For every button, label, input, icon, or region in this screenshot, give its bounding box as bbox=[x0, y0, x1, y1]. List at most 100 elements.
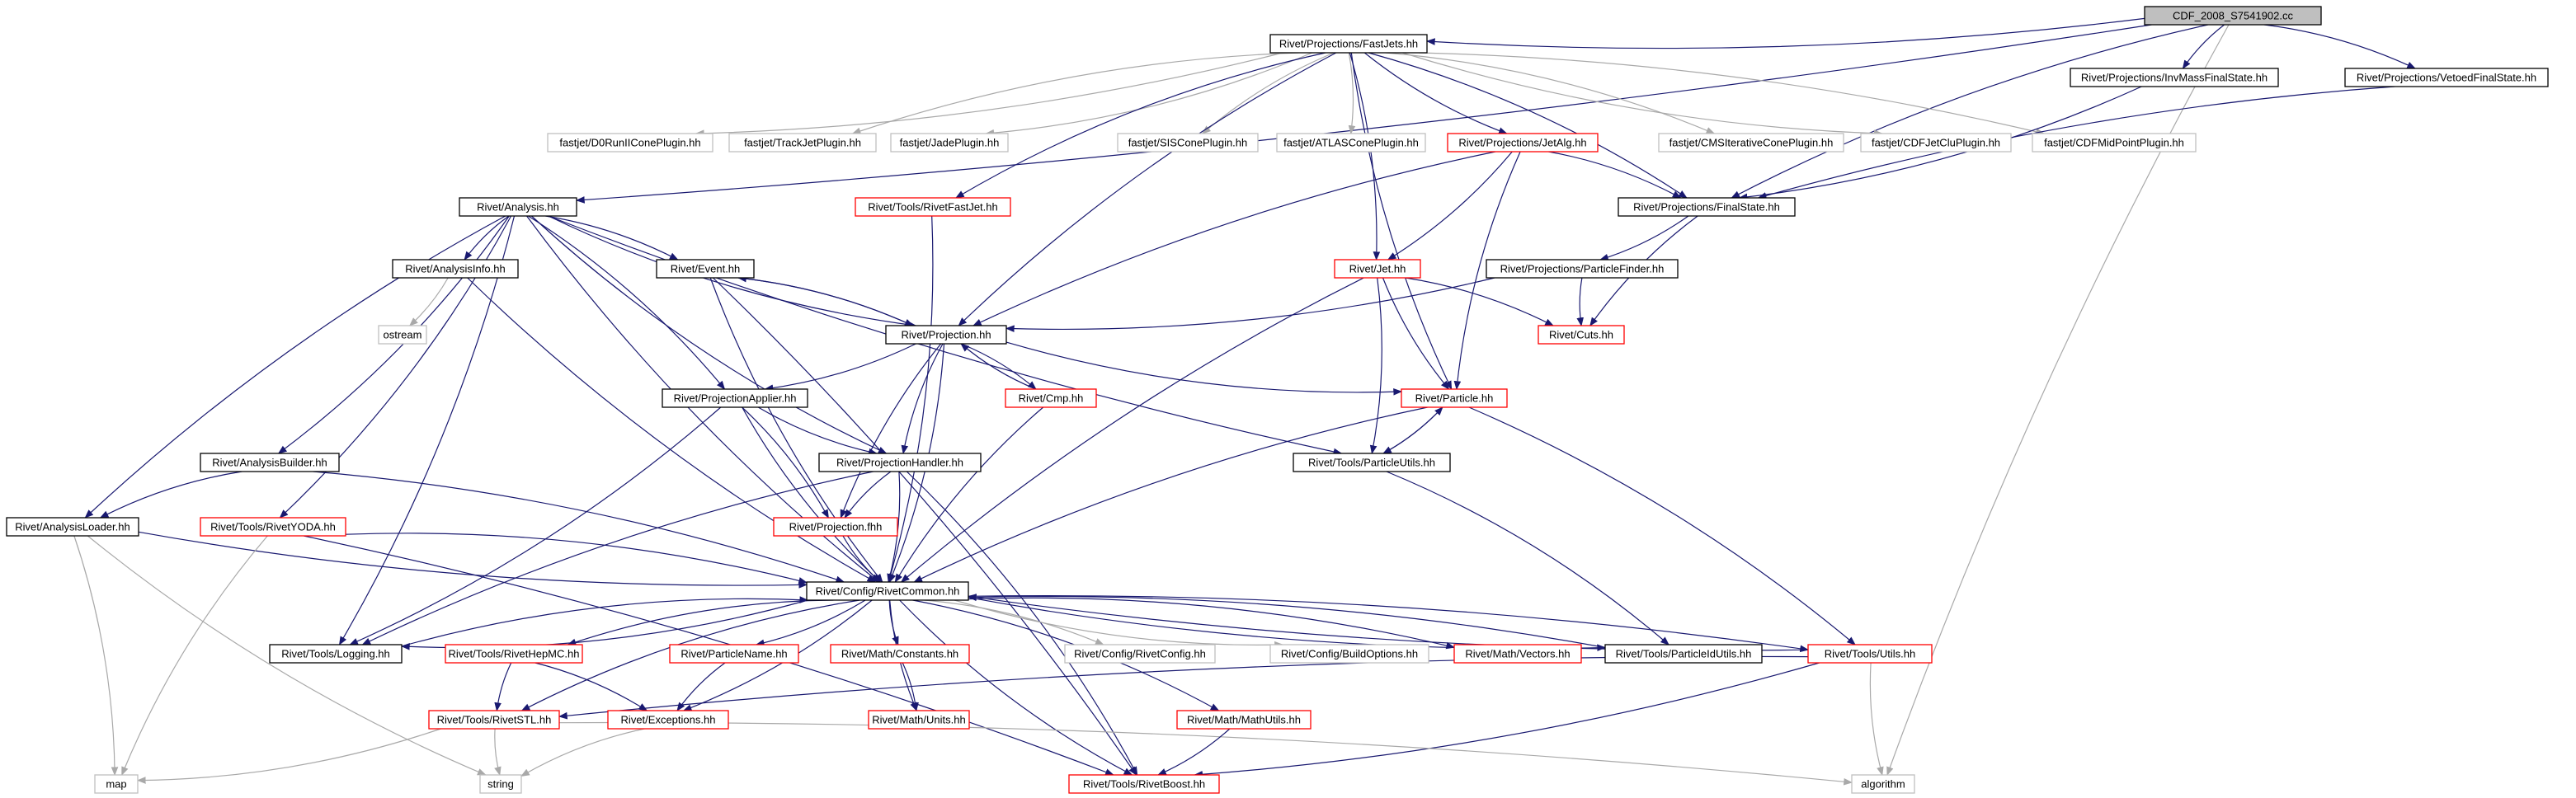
edge-analysisloader-to-rivetcommon bbox=[138, 531, 808, 589]
node-rivetyoda[interactable]: Rivet/Tools/RivetYODA.hh bbox=[200, 517, 346, 537]
node-label: Rivet/Tools/RivetSTL.hh bbox=[437, 714, 552, 726]
node-label: algorithm bbox=[1861, 778, 1905, 791]
node-box bbox=[662, 388, 808, 408]
node-rivethepmc[interactable]: Rivet/Tools/RivetHepMC.hh bbox=[445, 644, 583, 664]
node-root[interactable]: CDF_2008_S7541902.cc bbox=[2144, 6, 2322, 26]
node-analysis[interactable]: Rivet/Analysis.hh bbox=[459, 197, 577, 217]
node-atlascone[interactable]: fastjet/ATLASConePlugin.hh bbox=[1276, 133, 1426, 153]
node-analysisinfo[interactable]: Rivet/AnalysisInfo.hh bbox=[392, 259, 519, 279]
node-invmass[interactable]: Rivet/Projections/InvMassFinalState.hh bbox=[2070, 68, 2279, 87]
edge-logging-to-rivetcommon bbox=[401, 596, 809, 647]
node-rivetcommon[interactable]: Rivet/Config/RivetCommon.hh bbox=[806, 581, 969, 601]
node-units[interactable]: Rivet/Math/Units.hh bbox=[868, 710, 970, 730]
node-logging[interactable]: Rivet/Tools/Logging.hh bbox=[269, 644, 403, 664]
node-particlename[interactable]: Rivet/ParticleName.hh bbox=[669, 644, 799, 664]
node-algorithm[interactable]: algorithm bbox=[1851, 774, 1915, 794]
node-box bbox=[2032, 133, 2197, 153]
edge-rivetstl-to-algorithm bbox=[558, 721, 1853, 786]
edge-jet-to-cuts bbox=[1405, 277, 1554, 326]
node-ostream[interactable]: ostream bbox=[378, 325, 427, 345]
node-analysisbuilder[interactable]: Rivet/AnalysisBuilder.hh bbox=[200, 453, 340, 472]
node-vetoed[interactable]: Rivet/Projections/VetoedFinalState.hh bbox=[2344, 68, 2549, 87]
edge-analysisinfo-to-ostream bbox=[409, 277, 449, 326]
node-constants[interactable]: Rivet/Math/Constants.hh bbox=[830, 644, 970, 664]
edge-rivetyoda-to-map bbox=[121, 535, 268, 776]
node-utils[interactable]: Rivet/Tools/Utils.hh bbox=[1807, 644, 1933, 664]
node-label: map bbox=[106, 778, 126, 791]
node-projhandler[interactable]: Rivet/ProjectionHandler.hh bbox=[818, 453, 982, 472]
edge-particle-to-utils bbox=[1468, 406, 1856, 645]
node-particle[interactable]: Rivet/Particle.hh bbox=[1401, 388, 1508, 408]
node-rivetboost[interactable]: Rivet/Tools/RivetBoost.hh bbox=[1068, 774, 1220, 794]
node-map[interactable]: map bbox=[94, 774, 139, 794]
node-label: Rivet/Tools/RivetFastJet.hh bbox=[868, 201, 998, 214]
node-jade[interactable]: fastjet/JadePlugin.hh bbox=[890, 133, 1009, 153]
node-box bbox=[200, 517, 346, 537]
node-box bbox=[1486, 259, 1679, 279]
node-rivetconfig[interactable]: Rivet/Config/RivetConfig.hh bbox=[1064, 644, 1216, 664]
node-siscone[interactable]: fastjet/SISConePlugin.hh bbox=[1117, 133, 1259, 153]
node-label: Rivet/Jet.hh bbox=[1349, 263, 1406, 275]
node-box bbox=[855, 197, 1011, 217]
edge-analysisloader-to-map bbox=[73, 535, 119, 777]
edge-rivetcommon-to-rivetboost bbox=[899, 599, 1133, 776]
node-finalstate[interactable]: Rivet/Projections/FinalState.hh bbox=[1618, 197, 1796, 217]
node-label: Rivet/Cuts.hh bbox=[1549, 329, 1613, 341]
node-box bbox=[885, 325, 1007, 345]
node-label: Rivet/Math/Constants.hh bbox=[841, 648, 958, 660]
edge-fastjets-to-cmsiter bbox=[1385, 52, 1716, 134]
edge-rivetcommon-to-rivetconfig bbox=[924, 599, 1104, 645]
node-particleidutils[interactable]: Rivet/Tools/ParticleIdUtils.hh bbox=[1604, 644, 1763, 664]
edge-projapplier-to-rivetcommon bbox=[742, 406, 882, 583]
node-projapplier[interactable]: Rivet/ProjectionApplier.hh bbox=[662, 388, 808, 408]
node-event[interactable]: Rivet/Event.hh bbox=[656, 259, 755, 279]
node-d0run[interactable]: fastjet/D0RunIIConePlugin.hh bbox=[547, 133, 713, 153]
edge-utils-to-rivetboost bbox=[1194, 662, 1820, 778]
edge-invmass-to-finalstate bbox=[1738, 86, 2142, 201]
node-box bbox=[1269, 644, 1429, 664]
node-string[interactable]: string bbox=[479, 774, 522, 794]
edge-projection-to-event bbox=[737, 275, 914, 326]
node-particlefinder[interactable]: Rivet/Projections/ParticleFinder.hh bbox=[1486, 259, 1679, 279]
node-jetalg[interactable]: Rivet/Projections/JetAlg.hh bbox=[1447, 133, 1599, 153]
node-cmsiter[interactable]: fastjet/CMSIterativeConePlugin.hh bbox=[1658, 133, 1844, 153]
node-rivetstl[interactable]: Rivet/Tools/RivetSTL.hh bbox=[428, 710, 560, 730]
node-box bbox=[1269, 34, 1428, 54]
edge-fastjets-to-finalstate bbox=[1368, 52, 1688, 199]
node-fastjetrivet[interactable]: Rivet/Tools/RivetFastJet.hh bbox=[855, 197, 1011, 217]
edge-analysisloader-to-string bbox=[87, 535, 487, 776]
edge-event-to-rivetcommon bbox=[709, 277, 883, 583]
node-particleutils[interactable]: Rivet/Tools/ParticleUtils.hh bbox=[1293, 453, 1451, 472]
node-box bbox=[1176, 710, 1312, 730]
edge-rivetcommon-to-rivethepmc bbox=[567, 599, 834, 645]
node-projectionfhh[interactable]: Rivet/Projection.fhh bbox=[773, 517, 898, 537]
edge-analysis-to-projhandler bbox=[530, 215, 888, 454]
node-box bbox=[656, 259, 755, 279]
node-cdfmid[interactable]: fastjet/CDFMidPointPlugin.hh bbox=[2032, 133, 2197, 153]
edge-utils-to-algorithm bbox=[1869, 662, 1884, 777]
node-box bbox=[830, 644, 970, 664]
edge-rivethepmc-to-exceptions bbox=[535, 662, 648, 711]
node-analysisloader[interactable]: Rivet/AnalysisLoader.hh bbox=[6, 517, 139, 537]
node-label: Rivet/ProjectionHandler.hh bbox=[836, 457, 963, 469]
node-box bbox=[1276, 133, 1426, 153]
edge-cmp-to-projection bbox=[960, 343, 1037, 390]
node-label: Rivet/Projections/JetAlg.hh bbox=[1458, 137, 1586, 149]
node-cdfjetclu[interactable]: fastjet/CDFJetCluPlugin.hh bbox=[1860, 133, 2012, 153]
node-box bbox=[1401, 388, 1508, 408]
node-projection[interactable]: Rivet/Projection.hh bbox=[885, 325, 1007, 345]
node-vectors[interactable]: Rivet/Math/Vectors.hh bbox=[1453, 644, 1582, 664]
node-cuts[interactable]: Rivet/Cuts.hh bbox=[1538, 325, 1625, 345]
edge-projection-to-projhandler bbox=[901, 343, 944, 455]
node-box bbox=[269, 644, 403, 664]
edge-fastjets-to-d0run bbox=[695, 52, 1283, 138]
node-mathutils[interactable]: Rivet/Math/MathUtils.hh bbox=[1176, 710, 1312, 730]
node-label: fastjet/D0RunIIConePlugin.hh bbox=[559, 137, 700, 149]
node-trackjet[interactable]: fastjet/TrackJetPlugin.hh bbox=[728, 133, 877, 153]
node-jet[interactable]: Rivet/Jet.hh bbox=[1334, 259, 1421, 279]
node-cmp[interactable]: Rivet/Cmp.hh bbox=[1005, 388, 1097, 408]
node-exceptions[interactable]: Rivet/Exceptions.hh bbox=[607, 710, 729, 730]
node-buildoptions[interactable]: Rivet/Config/BuildOptions.hh bbox=[1269, 644, 1429, 664]
node-fastjets[interactable]: Rivet/Projections/FastJets.hh bbox=[1269, 34, 1428, 54]
